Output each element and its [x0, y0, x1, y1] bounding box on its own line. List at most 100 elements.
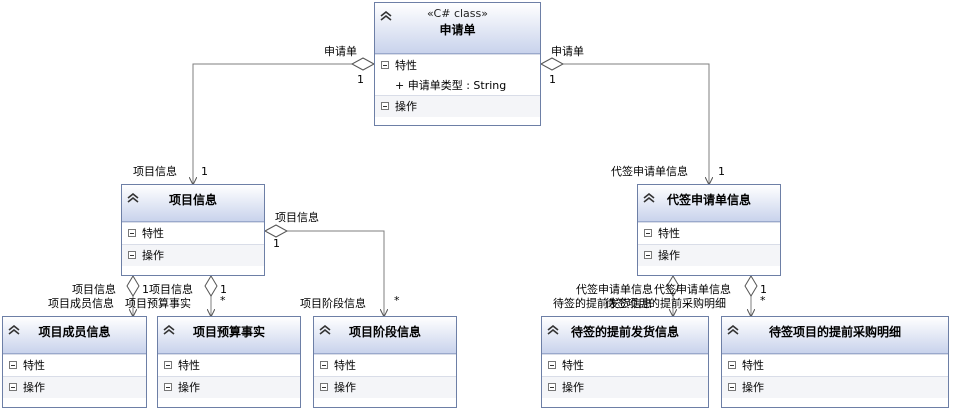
class-purchase-detail[interactable]: 待签项目的提前采购明细 特性 操作	[721, 316, 949, 408]
class-stage-info[interactable]: 项目阶段信息 特性 操作	[313, 316, 457, 408]
properties-section[interactable]: 特性	[638, 222, 780, 244]
class-header[interactable]: 代签申请单信息	[638, 185, 780, 222]
assoc-project-stage	[265, 230, 384, 316]
operations-label: 操作	[23, 381, 45, 394]
assoc-app-proxy	[541, 63, 709, 184]
class-header[interactable]: 项目信息	[122, 185, 264, 222]
collapse-minus-icon[interactable]	[128, 251, 136, 259]
properties-label: 特性	[142, 227, 164, 240]
collapse-chevron-icon[interactable]	[319, 325, 331, 335]
role-label: 代签申请单信息	[611, 165, 688, 178]
operations-label: 操作	[142, 249, 164, 262]
collapse-minus-icon[interactable]	[548, 361, 556, 369]
class-name: 待签的提前发货信息	[570, 325, 679, 339]
class-header[interactable]: 项目阶段信息	[314, 317, 456, 354]
role-label: 项目信息	[133, 165, 177, 178]
collapse-chevron-icon[interactable]	[727, 325, 739, 335]
properties-section[interactable]: 特性	[375, 54, 540, 76]
collapse-minus-icon[interactable]	[728, 383, 736, 391]
operations-section[interactable]: 操作	[122, 244, 264, 266]
collapse-minus-icon[interactable]	[9, 361, 17, 369]
operations-label: 操作	[742, 381, 764, 394]
operations-label: 操作	[658, 249, 680, 262]
class-name: 待签项目的提前采购明细	[768, 325, 901, 339]
role-label: 待签的提前发货信息	[553, 297, 652, 310]
multiplicity-label: 1	[357, 73, 364, 86]
collapse-minus-icon[interactable]	[9, 383, 17, 391]
role-label: 待签项目的提前采购明细	[605, 297, 726, 310]
collapse-minus-icon[interactable]	[164, 361, 172, 369]
class-project-info[interactable]: 项目信息 特性 操作	[121, 184, 265, 276]
aggregation-diamond	[666, 275, 680, 297]
class-header[interactable]: 项目预算事实	[158, 317, 300, 354]
role-label: 申请单	[551, 45, 584, 58]
operations-section[interactable]: 操作	[542, 376, 708, 398]
collapse-chevron-icon[interactable]	[643, 193, 655, 203]
properties-section[interactable]: 特性	[722, 354, 948, 376]
collapse-minus-icon[interactable]	[381, 102, 389, 110]
multiplicity-label: 1	[760, 283, 767, 296]
class-application[interactable]: «C# class» 申请单 特性 + 申请单类型 : String 操作	[374, 2, 541, 126]
operations-label: 操作	[395, 100, 417, 113]
properties-section[interactable]: 特性	[3, 354, 146, 376]
multiplicity-label: 1	[220, 283, 227, 296]
properties-section[interactable]: 特性	[122, 222, 264, 244]
properties-section[interactable]: 特性	[158, 354, 300, 376]
properties-section[interactable]: 特性	[542, 354, 708, 376]
multiplicity-label: *	[760, 294, 766, 307]
collapse-chevron-icon[interactable]	[380, 11, 392, 21]
class-shipment-info[interactable]: 待签的提前发货信息 特性 操作	[541, 316, 709, 408]
operations-section[interactable]: 操作	[638, 244, 780, 266]
class-budget[interactable]: 项目预算事实 特性 操作	[157, 316, 301, 408]
collapse-minus-icon[interactable]	[320, 383, 328, 391]
assoc-app-project	[193, 63, 374, 184]
role-label: 项目阶段信息	[300, 297, 366, 310]
collapse-minus-icon[interactable]	[548, 383, 556, 391]
class-name: 项目预算事实	[192, 325, 265, 339]
collapse-chevron-icon[interactable]	[547, 325, 559, 335]
collapse-minus-icon[interactable]	[644, 229, 652, 237]
class-stereotype: «C# class»	[427, 7, 488, 20]
class-name: 项目阶段信息	[348, 325, 421, 339]
aggregation-diamond	[204, 275, 218, 297]
class-name: 项目成员信息	[38, 325, 111, 339]
operations-section[interactable]: 操作	[314, 376, 456, 398]
collapse-minus-icon[interactable]	[320, 361, 328, 369]
collapse-chevron-icon[interactable]	[8, 325, 20, 335]
operations-label: 操作	[178, 381, 200, 394]
collapse-minus-icon[interactable]	[728, 361, 736, 369]
collapse-minus-icon[interactable]	[381, 61, 389, 69]
collapse-minus-icon[interactable]	[128, 229, 136, 237]
properties-label: 特性	[658, 227, 680, 240]
class-proxy-info[interactable]: 代签申请单信息 特性 操作	[637, 184, 781, 276]
operations-section[interactable]: 操作	[158, 376, 300, 398]
multiplicity-label: 1	[273, 237, 280, 250]
properties-label: 特性	[334, 359, 356, 372]
role-label: 项目信息	[275, 211, 319, 224]
class-name: 申请单	[439, 23, 476, 37]
class-header[interactable]: 待签项目的提前采购明细	[722, 317, 948, 354]
role-label: 代签申请单信息	[576, 283, 653, 296]
collapse-minus-icon[interactable]	[644, 251, 652, 259]
operations-section[interactable]: 操作	[722, 376, 948, 398]
collapse-chevron-icon[interactable]	[127, 193, 139, 203]
properties-label: 特性	[742, 359, 764, 372]
properties-label: 特性	[178, 359, 200, 372]
class-header[interactable]: «C# class» 申请单	[375, 3, 540, 54]
attribute-row[interactable]: + 申请单类型 : String	[395, 79, 507, 92]
operations-section[interactable]: 操作	[375, 95, 540, 117]
role-label: 项目信息	[149, 283, 193, 296]
collapse-chevron-icon[interactable]	[163, 325, 175, 335]
multiplicity-label: 1	[549, 73, 556, 86]
operations-label: 操作	[562, 381, 584, 394]
properties-section[interactable]: 特性	[314, 354, 456, 376]
aggregation-diamond	[126, 275, 140, 297]
class-header[interactable]: 待签的提前发货信息	[542, 317, 708, 354]
collapse-minus-icon[interactable]	[164, 383, 172, 391]
multiplicity-label: *	[220, 294, 226, 307]
class-header[interactable]: 项目成员信息	[3, 317, 146, 354]
operations-section[interactable]: 操作	[3, 376, 146, 398]
class-member-info[interactable]: 项目成员信息 特性 操作	[2, 316, 147, 408]
